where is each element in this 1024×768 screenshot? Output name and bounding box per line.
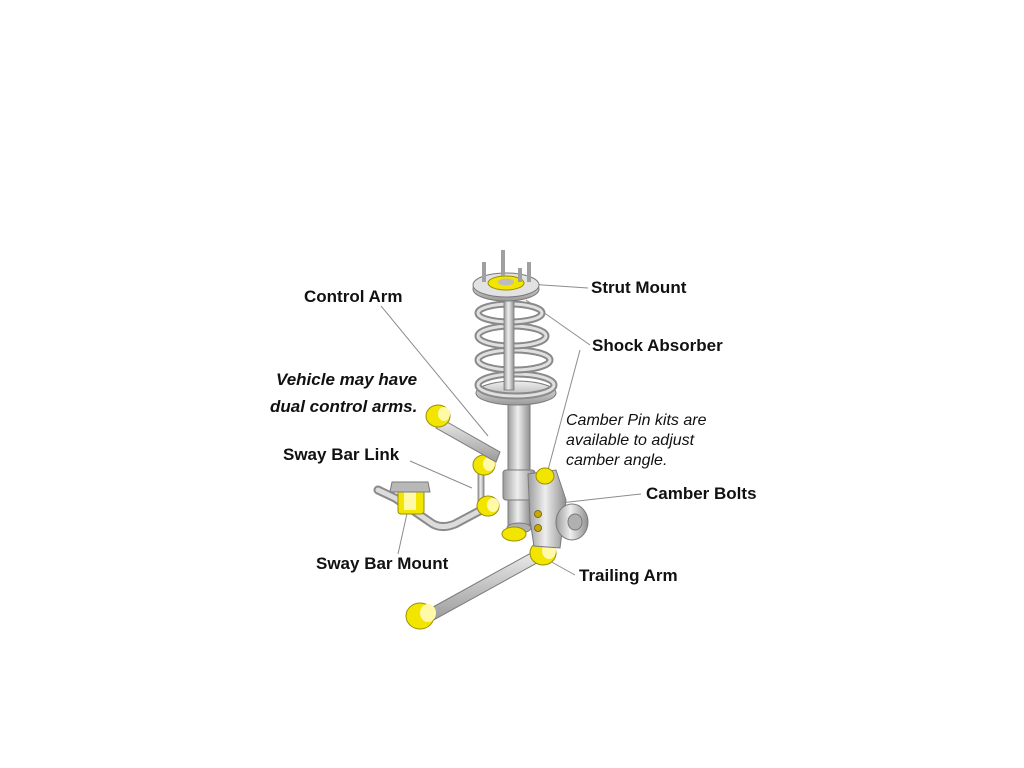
camber-bolt-bushing <box>536 468 554 484</box>
camber-bolts-label: Camber Bolts <box>646 484 757 504</box>
camber-pin-note-line-1: Camber Pin kits are <box>566 411 707 431</box>
trailing-arm-label: Trailing Arm <box>579 566 678 586</box>
strut-mount-label: Strut Mount <box>591 278 686 298</box>
sway-bar-link-label: Sway Bar Link <box>283 445 399 465</box>
coil-spring <box>476 290 556 405</box>
sway-bar <box>378 482 485 527</box>
control-arm-label: Control Arm <box>304 287 403 307</box>
shock-absorber-label: Shock Absorber <box>592 336 723 356</box>
sway-bar-link-lower-bushing <box>477 496 499 516</box>
camber-bolt <box>535 511 542 518</box>
camber-pin-note-line-3: camber angle. <box>566 451 667 471</box>
control-arm-bushing <box>426 405 450 427</box>
control-arm <box>426 405 500 462</box>
leader-camber-bolts <box>560 494 641 503</box>
dual-control-arm-note-line-1: Vehicle may have <box>276 370 417 390</box>
trailing-arm-rear-bushing <box>406 603 436 629</box>
sway-bar-mount-label: Sway Bar Mount <box>316 554 448 574</box>
camber-bolt <box>535 525 542 532</box>
dual-control-arm-note-line-2: dual control arms. <box>270 397 417 417</box>
strut-base-bushing <box>502 527 526 541</box>
strut-mount <box>473 250 539 301</box>
hub-knuckle <box>528 468 588 548</box>
sway-bar-link <box>473 455 499 516</box>
camber-pin-note-line-2: available to adjust <box>566 431 694 451</box>
